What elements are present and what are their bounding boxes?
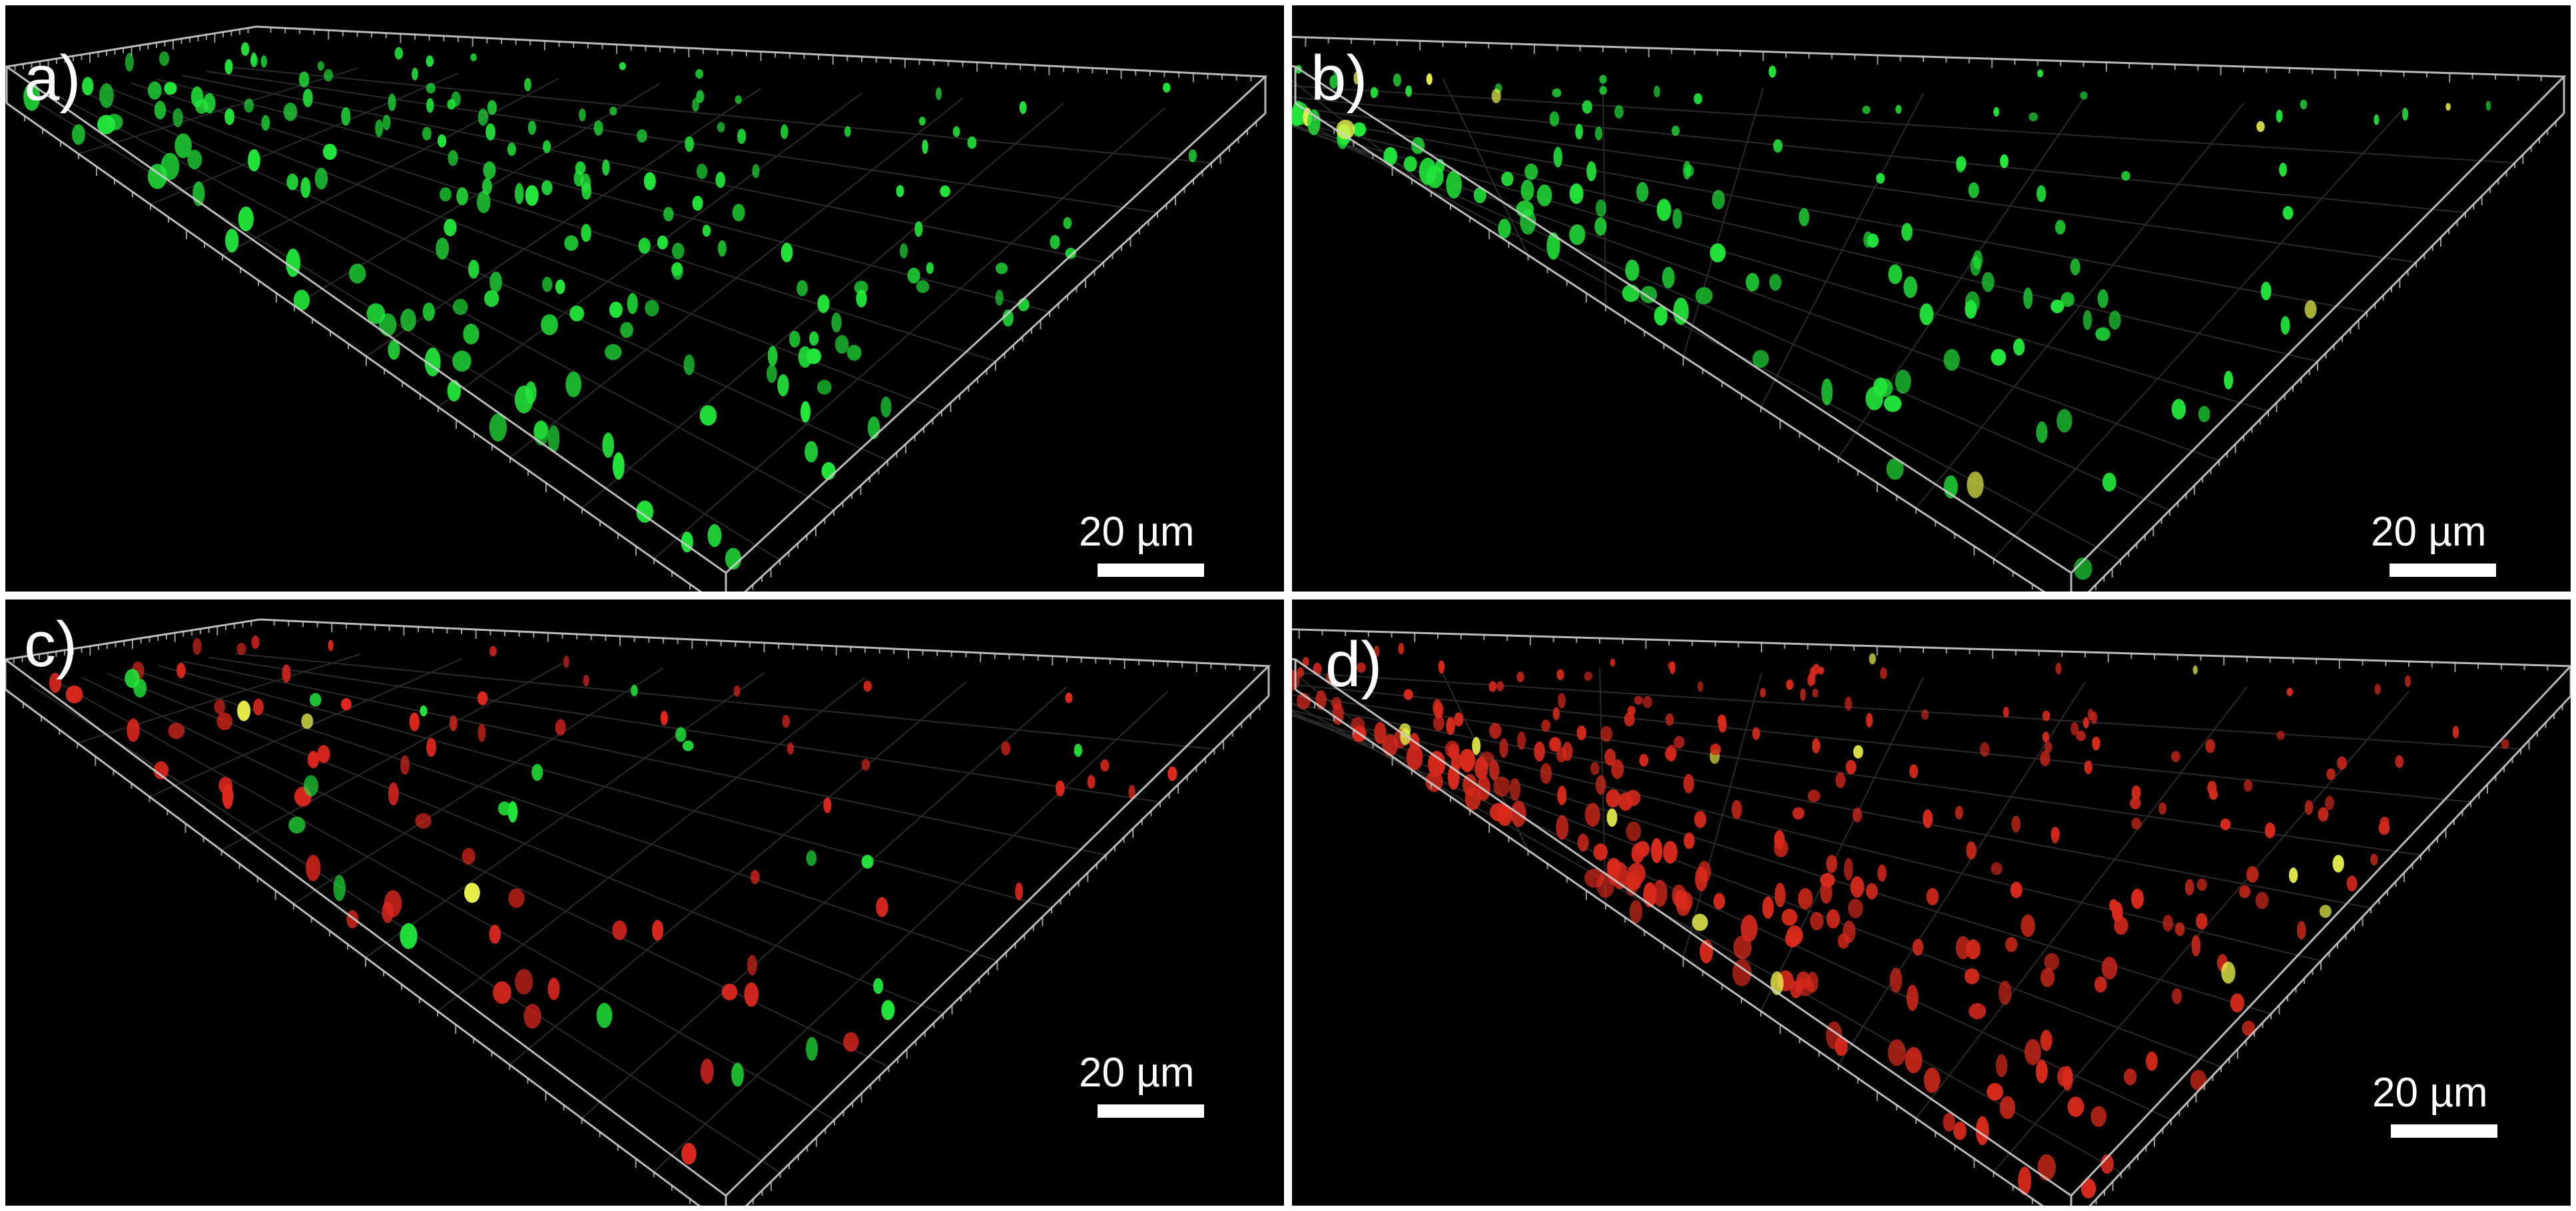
- panel-a-scale-label: 20 µm: [1079, 509, 1195, 555]
- panel-a-label: a): [24, 43, 81, 114]
- panel-c: c) 20 µm: [5, 600, 1284, 1206]
- panel-b-label: b): [1311, 43, 1368, 114]
- panel-d-label: d): [1325, 629, 1383, 700]
- edge-ticks-d: [1298, 629, 2563, 1205]
- floor-grid-b: [1292, 78, 2515, 561]
- panel-a-volume: [5, 25, 1268, 592]
- fluorescent-cells-b: [1292, 65, 2491, 580]
- volume-frame-d: [1292, 628, 2571, 1206]
- panel-a: a) 20 µm: [5, 5, 1284, 592]
- edge-ticks-c: [13, 620, 1261, 1205]
- fluorescent-cells-a: [23, 42, 1197, 570]
- panel-c-scale-label: 20 µm: [1079, 1050, 1195, 1096]
- volume-frame-c: [5, 618, 1271, 1206]
- panel-d-scale-bar: [2391, 1124, 2497, 1138]
- fluorescent-cells-d: [1292, 643, 2509, 1199]
- panel-b-volume: [1292, 35, 2567, 592]
- panel-d-scale-label: 20 µm: [2372, 1070, 2488, 1116]
- fluorescent-cells-c: [49, 635, 1177, 1165]
- panel-a-scale-bar: [1098, 564, 1204, 577]
- panel-d-volume: [1292, 628, 2571, 1206]
- panel-b-scale-bar: [2390, 564, 2496, 577]
- panel-c-volume: [5, 618, 1271, 1206]
- panel-d: d) 20 µm: [1292, 600, 2571, 1206]
- panel-c-label: c): [24, 609, 77, 680]
- panel-c-scale-bar: [1098, 1104, 1204, 1118]
- volume-frame-b: [1292, 35, 2567, 592]
- panel-b-scale-label: 20 µm: [2371, 509, 2487, 555]
- panel-b: b) 20 µm: [1292, 5, 2571, 592]
- volume-frame-a: [5, 25, 1268, 592]
- floor-grid-c: [30, 653, 1215, 1174]
